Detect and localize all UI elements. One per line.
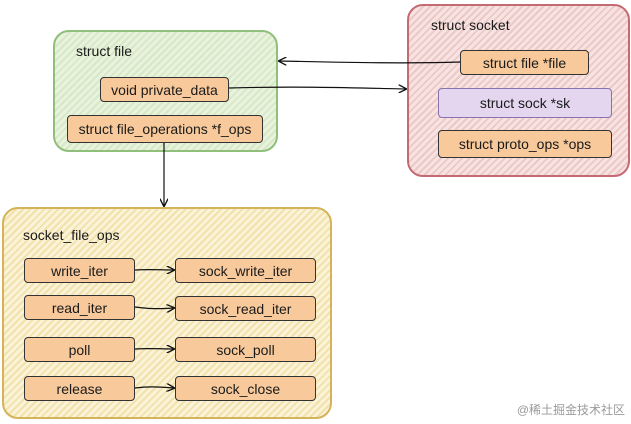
socket-file-ops-title: socket_file_ops: [23, 227, 120, 243]
struct-socket-title: struct socket: [431, 17, 510, 33]
poll-node[interactable]: poll: [24, 337, 135, 362]
sock-write-iter-node[interactable]: sock_write_iter: [175, 258, 316, 283]
struct-file-title: struct file: [76, 43, 133, 59]
sock-poll-node[interactable]: sock_poll: [175, 337, 316, 362]
sock-sk-node[interactable]: struct sock *sk: [438, 88, 612, 118]
write-iter-node[interactable]: write_iter: [24, 258, 135, 283]
watermark-text: @稀土掘金技术社区: [516, 403, 625, 417]
release-node[interactable]: release: [24, 376, 135, 401]
proto-ops-node[interactable]: struct proto_ops *ops: [438, 130, 612, 158]
sock-close-node[interactable]: sock_close: [175, 376, 316, 401]
sock-read-iter-node[interactable]: sock_read_iter: [175, 296, 316, 321]
private-data-node[interactable]: void private_data: [100, 77, 229, 102]
socket-file-node[interactable]: struct file *file: [460, 50, 589, 75]
read-iter-node[interactable]: read_iter: [24, 295, 135, 320]
f-ops-node[interactable]: struct file_operations *f_ops: [67, 115, 263, 143]
